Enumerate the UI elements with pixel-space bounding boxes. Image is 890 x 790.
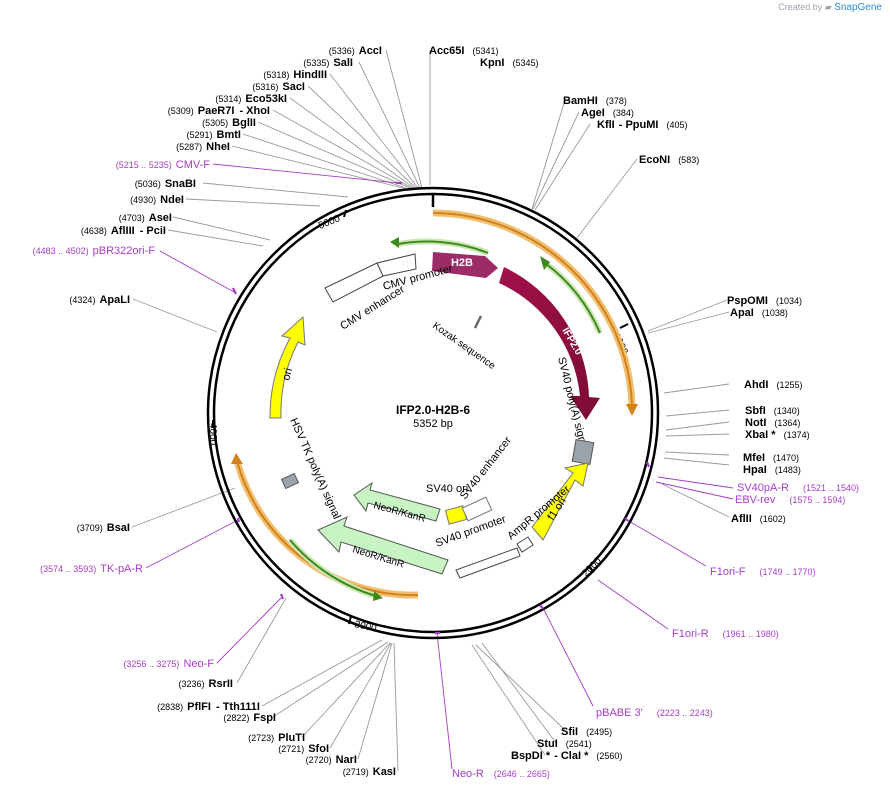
site-labels: (5336)AccI (5335)SalI (5318)HindIII (531… xyxy=(33,45,859,780)
orf-arc-2-head xyxy=(231,453,243,464)
site-label-eco53ki[interactable]: (5314)Eco53kI xyxy=(215,93,287,105)
primer-label-ebv-rev[interactable]: EBV-rev(1575 .. 1594) xyxy=(735,494,845,506)
site-label-kfli[interactable]: KflI- PpuMI(405) xyxy=(597,119,687,131)
h2b-label: H2B xyxy=(451,257,473,269)
site-label-pflfi[interactable]: (2838)PflFI- Tth111I xyxy=(157,701,260,713)
site-label-apali[interactable]: (4324)ApaLI xyxy=(69,294,130,306)
site-label-apai[interactable]: ApaI(1038) xyxy=(730,307,788,319)
site-label-kpni[interactable]: KpnI(5345) xyxy=(480,57,538,69)
site-label-acci[interactable]: (5336)AccI xyxy=(329,45,382,57)
site-label-nari[interactable]: (2720)NarI xyxy=(306,754,357,766)
primer-label-f1ori-f[interactable]: F1ori-F(1749 .. 1770) xyxy=(710,566,816,578)
orf-arc-5 xyxy=(289,539,377,597)
site-label-bamhi[interactable]: BamHI(378) xyxy=(563,95,627,107)
kozak-label: Kozak sequence xyxy=(430,320,497,372)
primer-label-neo-r[interactable]: Neo-R(2646 .. 2665) xyxy=(452,768,550,780)
tick-2000: 2000 xyxy=(580,555,604,579)
site-label-bspdi[interactable]: BspDI *- ClaI *(2560) xyxy=(511,750,622,762)
site-label-snabi[interactable]: (5036)SnaBI xyxy=(135,178,196,190)
plasmid-name: IFP2.0-H2B-6 xyxy=(396,403,470,417)
orf-arc-4 xyxy=(397,240,489,254)
h2b-arrow[interactable] xyxy=(432,252,498,278)
site-label-paer7i[interactable]: (5309)PaeR7I- XhoI xyxy=(168,105,270,117)
site-label-xbai[interactable]: XbaI *(1374) xyxy=(745,429,810,441)
tick-4000: 4000 xyxy=(207,423,218,446)
tick-3000: 3000 xyxy=(353,619,377,634)
site-label-fspi[interactable]: (2822)FspI xyxy=(223,712,276,724)
primer-leaders xyxy=(145,163,734,770)
orf-arc-4-glow xyxy=(397,238,490,256)
site-label-ndei[interactable]: (4930)NdeI xyxy=(130,194,184,206)
cmv-enhancer-arrow[interactable] xyxy=(324,262,384,303)
site-label-acc65i[interactable]: Acc65I(5341) xyxy=(429,45,499,57)
snapgene-name: SnapGene xyxy=(834,2,882,13)
site-label-ahdi[interactable]: AhdI(1255) xyxy=(744,379,802,391)
site-label-pluti[interactable]: (2723)PluTI xyxy=(248,732,305,744)
orf-arc-3 xyxy=(544,262,601,334)
snapgene-credit: Created by ▰ SnapGene xyxy=(778,2,882,13)
site-label-aflii[interactable]: AflII(1602) xyxy=(731,513,786,525)
site-label-noti[interactable]: NotI(1364) xyxy=(745,417,800,429)
site-label-bmti[interactable]: (5291)BmtI xyxy=(187,129,241,141)
primer-marks xyxy=(232,181,651,635)
site-label-mfei[interactable]: MfeI(1470) xyxy=(743,452,799,464)
primer-label-f1ori-r[interactable]: F1ori-R(1961 .. 1980) xyxy=(672,628,779,640)
site-label-nhei[interactable]: (5287)NheI xyxy=(176,141,230,153)
plasmid-length: 5352 bp xyxy=(413,418,453,430)
ifp2-arrow[interactable] xyxy=(499,267,600,420)
site-label-afliii[interactable]: (4638)AflIII- PciI xyxy=(81,225,166,237)
orf-arc-4-head xyxy=(390,237,399,248)
orf-arc-1-head xyxy=(626,404,638,416)
ori-arrow[interactable] xyxy=(269,315,306,419)
sv40-enhancer-label: SV40 enhancer xyxy=(458,434,514,501)
primer-label-pbabe3[interactable]: pBABE 3'(2223 .. 2243) xyxy=(596,707,713,719)
orf-arc-2 xyxy=(236,460,419,597)
site-label-hindiii[interactable]: (5318)HindIII xyxy=(263,69,327,81)
site-label-kasi[interactable]: (2719)KasI xyxy=(343,766,396,778)
sv40-polya-box[interactable] xyxy=(571,439,595,465)
primer-label-neo-f[interactable]: (3256 .. 3275)Neo-F xyxy=(123,658,214,670)
orf-arc-3-head xyxy=(540,256,550,270)
site-label-sbfi[interactable]: SbfI(1340) xyxy=(745,405,800,417)
site-label-psppomi[interactable]: PspOMI(1034) xyxy=(727,295,802,307)
neokan-inner-arrow[interactable] xyxy=(353,481,441,522)
ori-label: ori xyxy=(280,367,295,382)
orf-arc-5-head xyxy=(373,591,383,601)
tick-5000: 5000 xyxy=(317,213,342,232)
primer-label-pbr322ori-f[interactable]: (4483 .. 4502)pBR322ori-F xyxy=(33,245,156,257)
site-label-sali[interactable]: (5335)SalI xyxy=(303,57,353,69)
primer-label-cmv-f[interactable]: (5215 .. 5235)CMV-F xyxy=(116,159,211,171)
ampr-promoter-small xyxy=(516,536,534,553)
site-label-sfii[interactable]: SfiI(2495) xyxy=(561,726,612,738)
site-label-bsai[interactable]: (3709)BsaI xyxy=(77,522,130,534)
site-label-hpai[interactable]: HpaI(1483) xyxy=(743,464,801,476)
sv40-ori-label: SV40 ori xyxy=(426,483,468,495)
site-label-rsrii[interactable]: (3236)RsrII xyxy=(179,678,233,690)
primer-label-tk-pa-r[interactable]: (3574 .. 3593)TK-pA-R xyxy=(40,563,143,575)
site-label-asei[interactable]: (4703)AseI xyxy=(119,212,172,224)
credit-text: Created by xyxy=(778,2,823,12)
neokan-outer-arrow[interactable] xyxy=(317,516,449,575)
orf-arc-1 xyxy=(432,212,633,406)
site-label-agei[interactable]: AgeI(384) xyxy=(581,107,634,119)
snapgene-logo-icon: ▰ xyxy=(824,2,832,12)
site-label-saci[interactable]: (5316)SacI xyxy=(252,81,305,93)
site-label-stui[interactable]: StuI(2541) xyxy=(537,738,592,750)
primer-label-sv40pa-r[interactable]: SV40pA-R(1521 .. 1540) xyxy=(737,482,859,494)
site-label-sfoi[interactable]: (2721)SfoI xyxy=(278,743,329,755)
backbone-outer xyxy=(206,186,660,640)
f1ori-arrow[interactable] xyxy=(531,462,589,541)
sv40-enhancer-box[interactable] xyxy=(461,496,493,522)
site-label-bglii[interactable]: (5305)BglII xyxy=(202,117,256,129)
hsv-polya-label: HSV TK poly(A) signal xyxy=(287,416,342,521)
tick-marks xyxy=(212,209,629,625)
kozak-mark xyxy=(473,315,483,329)
site-label-econi[interactable]: EcoNI(583) xyxy=(639,154,699,166)
hsv-polya-box[interactable] xyxy=(280,472,300,490)
sv40-promoter-arrow[interactable] xyxy=(455,547,521,579)
label-leaders xyxy=(131,49,730,772)
